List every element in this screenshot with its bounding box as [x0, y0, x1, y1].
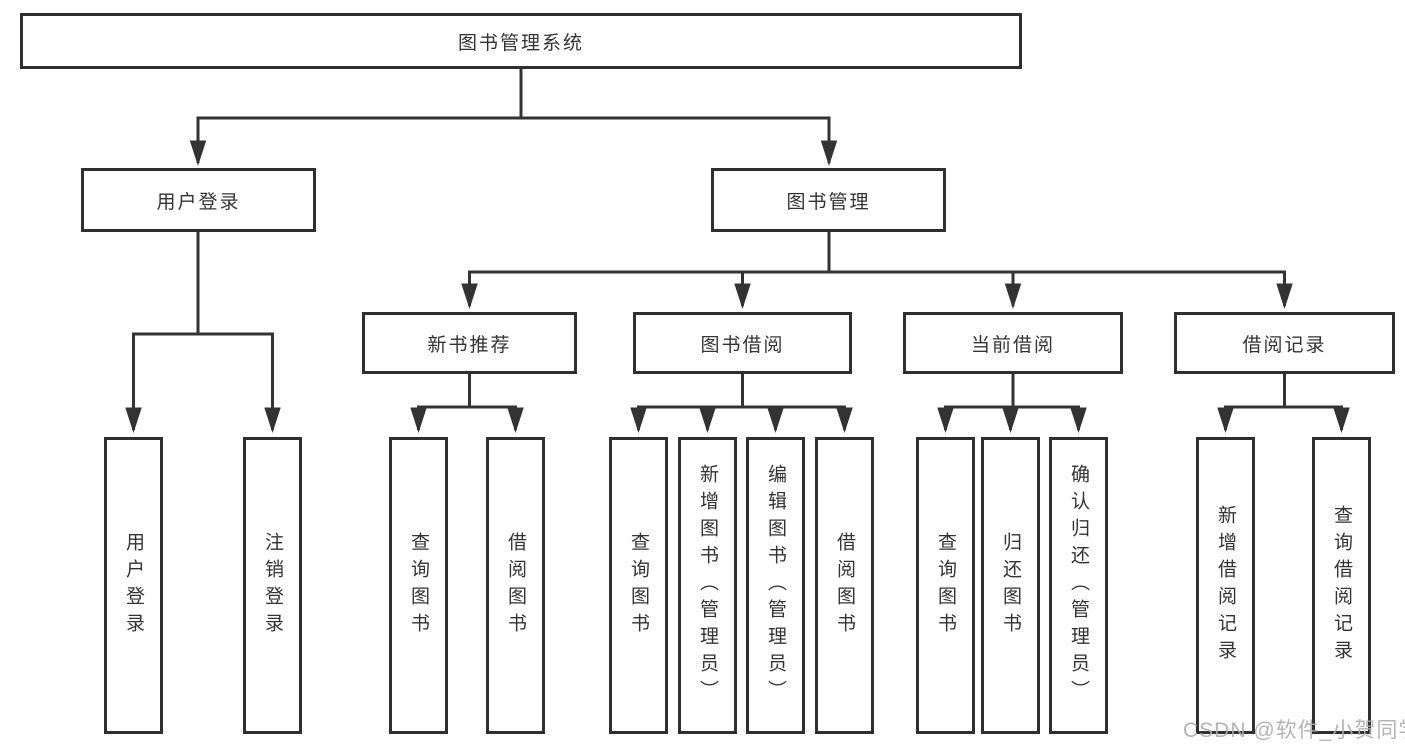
- node-book-borrowing: 图书借阅: [633, 312, 852, 374]
- node-leaf-edit-books-admin: 编辑图书（管理员）: [746, 437, 805, 734]
- node-leaf-borrow-books: 借阅图书: [815, 437, 874, 734]
- node-leaf-borrow-books-recommend: 借阅图书: [486, 437, 545, 734]
- node-leaf-add-books-admin: 新增图书（管理员）: [678, 437, 737, 734]
- node-leaf-add-borrow-record: 新增借阅记录: [1196, 437, 1255, 734]
- node-borrowing-records: 借阅记录: [1174, 312, 1395, 374]
- node-leaf-query-books-borrow: 查询图书: [609, 437, 668, 734]
- node-leaf-logout: 注销登录: [243, 437, 302, 734]
- csdn-watermark: CSDN @软件_小贺同学: [1183, 719, 1405, 742]
- node-current-borrowing: 当前借阅: [903, 312, 1123, 374]
- node-leaf-confirm-return-admin: 确认归还（管理员）: [1049, 437, 1108, 734]
- node-book-management: 图书管理: [711, 168, 946, 232]
- node-new-book-recommendation: 新书推荐: [362, 312, 577, 374]
- node-user-login: 用户登录: [81, 168, 316, 232]
- node-library-management-system: 图书管理系统: [20, 13, 1022, 69]
- node-leaf-query-books-recommend: 查询图书: [389, 437, 448, 734]
- node-leaf-user-login: 用户登录: [104, 437, 163, 734]
- node-leaf-query-borrow-record: 查询借阅记录: [1312, 437, 1371, 734]
- node-leaf-return-books: 归还图书: [981, 437, 1040, 734]
- node-leaf-query-books-current: 查询图书: [916, 437, 975, 734]
